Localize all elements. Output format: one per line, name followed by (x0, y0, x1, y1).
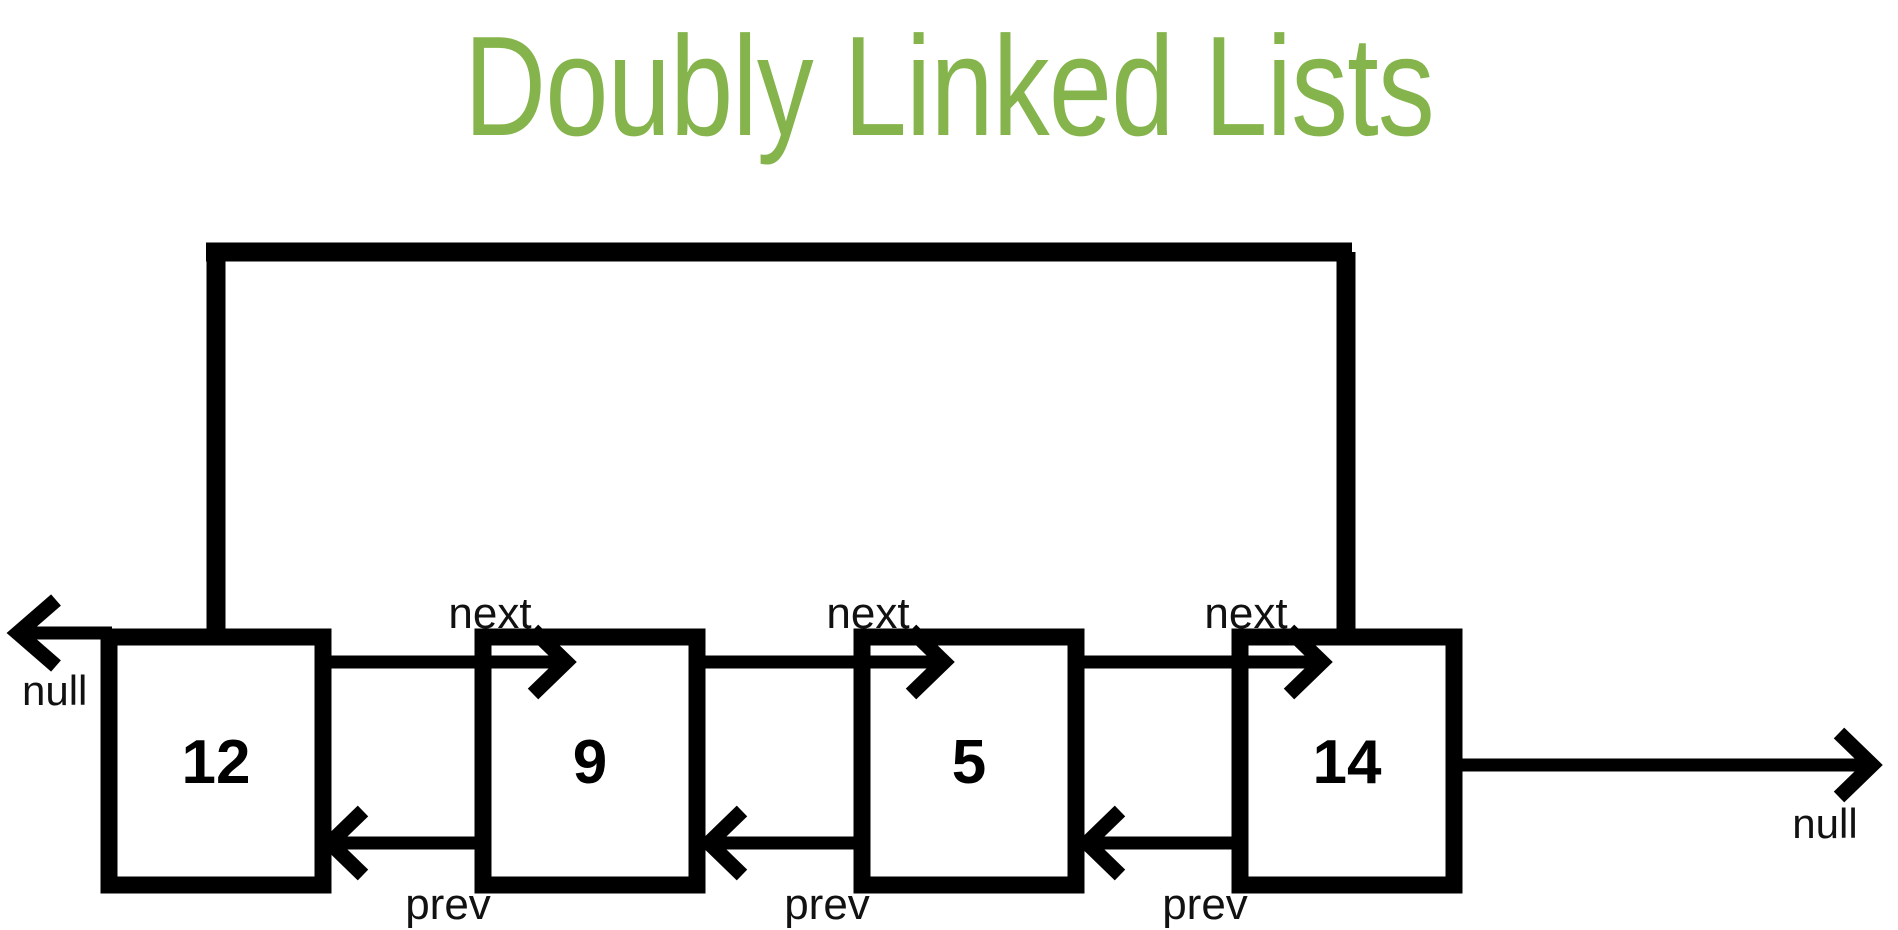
page-title: Doubly Linked Lists (464, 7, 1435, 166)
node-9[interactable] (474, 628, 706, 894)
next-link-0: next (320, 589, 577, 700)
prev-label: prev (405, 880, 491, 929)
node-value-label-2: 5 (952, 728, 986, 797)
prev-label: prev (784, 880, 870, 929)
prev-link-2: prev (1076, 805, 1248, 929)
arrow-right-icon (527, 624, 577, 700)
arrow-right-icon (905, 624, 955, 700)
arrow-left-icon (319, 805, 369, 881)
arrow-left-icon (698, 805, 748, 881)
loop-bracket (206, 242, 1356, 637)
next-link-1: next (695, 589, 955, 700)
node-box (474, 628, 706, 894)
node-value-label-1: 9 (573, 728, 607, 797)
prev-link-0: prev (319, 805, 491, 929)
node-5[interactable] (853, 628, 1085, 894)
prev-link-1: prev (698, 805, 870, 929)
node-value-label-0: 12 (182, 728, 251, 797)
arrow-right-icon (1283, 624, 1333, 700)
next-label: next (448, 589, 531, 638)
next-link-2: next (1074, 589, 1333, 700)
arrow-left-icon (1076, 805, 1126, 881)
arrow-left-icon (6, 594, 61, 672)
prev-label: prev (1162, 880, 1248, 929)
next-label: next (1204, 589, 1287, 638)
arrow-right-icon (1833, 727, 1883, 803)
node-value-label-3: 14 (1313, 728, 1382, 797)
next-label: next (826, 589, 909, 638)
node-12[interactable] (100, 628, 332, 894)
node-box (853, 628, 1085, 894)
null-label-right: null (1792, 800, 1857, 847)
null-terminator-right: null (1452, 727, 1883, 847)
null-label-left: null (22, 667, 87, 714)
node-box (100, 628, 332, 894)
null-terminator-left: null (6, 594, 112, 714)
